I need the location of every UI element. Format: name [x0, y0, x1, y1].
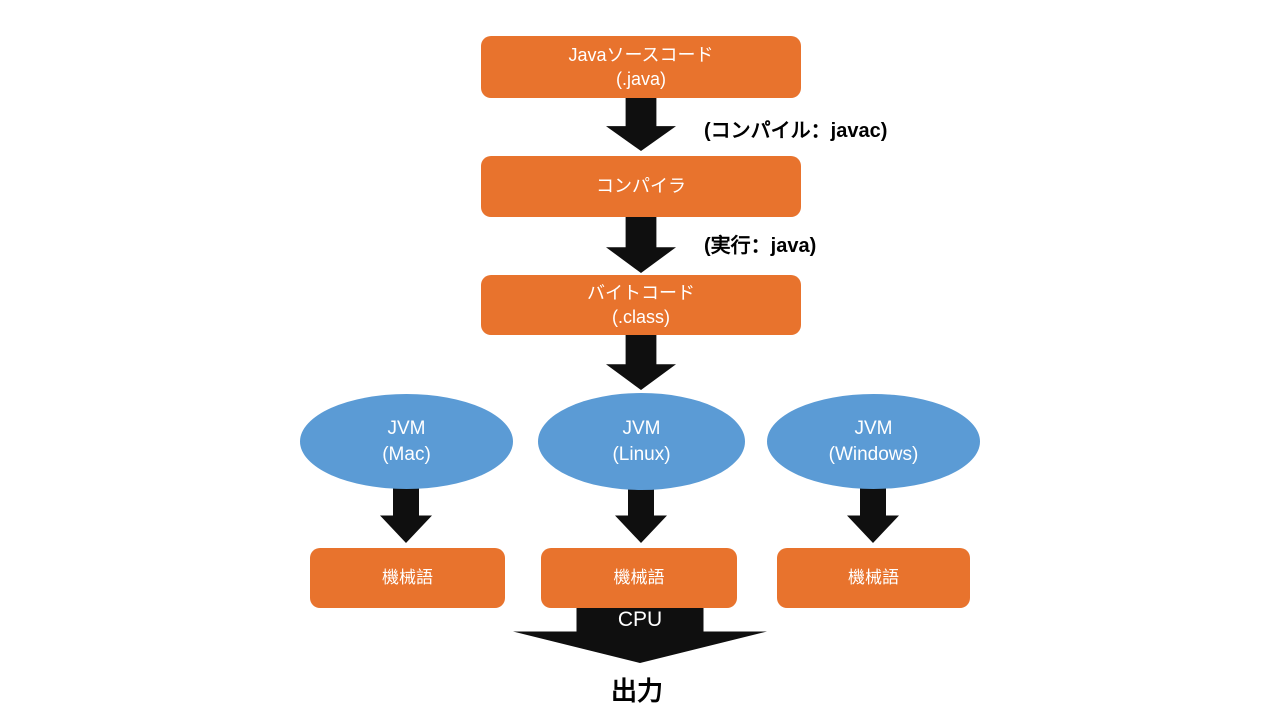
label-run-java: (実行：java) — [704, 235, 817, 257]
node-java-source-line2: (.java) — [615, 69, 666, 89]
node-compiler: コンパイラ — [481, 156, 801, 217]
arrow-jvm-linux-to-machine-icon — [615, 488, 667, 543]
output-label: 出力 — [611, 676, 664, 706]
node-jvm-mac: JVM (Mac) — [300, 394, 513, 489]
node-jvm-windows-line2: (Windows) — [828, 443, 919, 465]
node-jvm-linux-line1: JVM — [622, 417, 661, 439]
node-machine-windows: 機械語 — [777, 548, 970, 608]
node-jvm-windows-line1: JVM — [854, 417, 893, 439]
node-jvm-linux: JVM (Linux) — [538, 393, 745, 490]
node-machine-mac-label: 機械語 — [382, 567, 433, 587]
node-jvm-linux-line2: (Linux) — [612, 443, 671, 465]
cpu-label: CPU — [617, 608, 663, 631]
node-bytecode-line2: (.class) — [612, 307, 670, 327]
arrow-bytecode-to-jvm-icon — [606, 334, 676, 390]
arrow-source-to-compiler-icon — [606, 97, 676, 151]
node-java-source-line1: Javaソースコード — [568, 44, 714, 65]
node-bytecode-line1: バイトコード — [587, 282, 695, 303]
node-compiler-line1: コンパイラ — [596, 176, 686, 197]
node-machine-linux-label: 機械語 — [613, 567, 665, 587]
node-machine-mac: 機械語 — [310, 548, 505, 608]
arrow-compiler-to-bytecode-icon — [606, 217, 676, 273]
node-machine-windows-label: 機械語 — [848, 567, 899, 587]
node-jvm-mac-line2: (Mac) — [382, 443, 431, 465]
node-jvm-mac-line1: JVM — [387, 417, 426, 439]
arrow-jvm-mac-to-machine-icon — [380, 488, 432, 543]
node-bytecode: バイトコード (.class) — [481, 275, 801, 335]
arrow-cpu-icon: CPU — [513, 600, 767, 663]
node-java-source: Javaソースコード (.java) — [481, 36, 801, 98]
node-jvm-windows: JVM (Windows) — [767, 394, 980, 489]
arrow-jvm-windows-to-machine-icon — [847, 488, 899, 543]
node-machine-linux: 機械語 — [541, 548, 737, 608]
label-compile-javac: (コンパイル：javac) — [704, 120, 888, 142]
